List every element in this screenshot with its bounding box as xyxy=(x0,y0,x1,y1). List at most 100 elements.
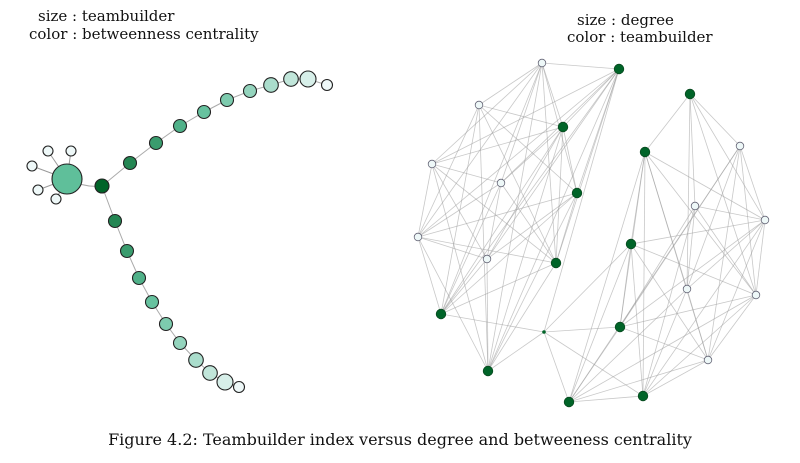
chain-node xyxy=(144,294,160,310)
edge xyxy=(543,326,621,333)
chain-node xyxy=(320,78,334,92)
edge xyxy=(619,243,632,328)
edge xyxy=(707,294,757,361)
chain-node xyxy=(122,155,138,171)
chain-node xyxy=(148,135,164,151)
edge xyxy=(417,236,489,372)
edge xyxy=(431,68,620,165)
leaf-node xyxy=(26,160,38,172)
teambuilder-node xyxy=(482,365,494,377)
right-size-label: size : degree xyxy=(577,11,674,29)
chain-node xyxy=(107,213,123,229)
edge-path xyxy=(101,185,240,388)
edge xyxy=(686,219,766,290)
edge xyxy=(431,126,564,165)
edge xyxy=(417,62,543,238)
edge xyxy=(431,163,489,372)
teambuilder-node xyxy=(639,146,651,158)
edge xyxy=(500,62,543,184)
edge xyxy=(417,68,620,238)
edge xyxy=(440,126,564,315)
regular-node xyxy=(690,201,700,211)
chain-node xyxy=(158,316,174,332)
regular-node xyxy=(482,254,492,264)
regular-node xyxy=(760,215,770,225)
bridge-node xyxy=(94,178,110,194)
edge xyxy=(500,182,557,264)
edge xyxy=(686,205,696,290)
edge xyxy=(739,145,757,296)
leaf-node xyxy=(42,145,54,157)
figure-caption: Figure 4.2: Teambuilder index versus deg… xyxy=(108,430,692,449)
chain-node xyxy=(216,373,234,391)
edge xyxy=(562,126,578,194)
edge xyxy=(568,395,644,403)
regular-node xyxy=(413,232,423,242)
edge xyxy=(486,192,578,260)
edge xyxy=(487,192,578,372)
edge xyxy=(486,68,620,260)
edge xyxy=(568,294,757,403)
edge xyxy=(755,219,766,296)
edge xyxy=(619,205,696,328)
edge xyxy=(630,219,766,245)
edge xyxy=(689,93,766,221)
edge xyxy=(440,192,578,315)
edge xyxy=(478,104,564,128)
edge xyxy=(478,62,543,106)
teambuilder-node xyxy=(684,88,696,100)
chain-node xyxy=(172,118,188,134)
left-color-label: color : betweenness centrality xyxy=(29,25,259,43)
edge xyxy=(644,93,691,153)
regular-node xyxy=(496,178,506,188)
left-network-graph xyxy=(26,70,334,394)
edge xyxy=(619,294,757,328)
edge xyxy=(555,192,578,264)
leaf-node xyxy=(65,145,77,157)
edge xyxy=(642,288,688,397)
edge xyxy=(487,331,545,372)
edge xyxy=(555,126,564,264)
edge xyxy=(541,62,564,128)
edge xyxy=(543,331,644,397)
chain-node xyxy=(299,70,317,88)
chain-node xyxy=(263,77,279,93)
edge xyxy=(431,62,543,165)
edge xyxy=(440,262,557,315)
edge xyxy=(500,126,564,184)
edge xyxy=(431,163,488,260)
edge xyxy=(568,288,688,403)
edge xyxy=(417,236,442,315)
edge-path xyxy=(101,78,328,187)
teambuilder-node xyxy=(614,321,626,333)
edge xyxy=(440,62,543,315)
edge xyxy=(417,236,488,260)
edge xyxy=(568,145,741,403)
edge xyxy=(478,104,557,264)
edge xyxy=(486,182,502,260)
edge xyxy=(644,151,766,221)
edge xyxy=(487,126,564,372)
edge xyxy=(642,294,757,397)
edge xyxy=(686,93,691,290)
edge xyxy=(739,145,766,221)
edge xyxy=(619,219,766,328)
edge xyxy=(630,243,644,397)
teambuilder-node xyxy=(613,63,625,75)
hub-node xyxy=(51,163,83,195)
chain-node xyxy=(196,104,212,120)
edge xyxy=(619,326,709,361)
edge xyxy=(642,219,766,397)
regular-node xyxy=(751,290,761,300)
edge xyxy=(486,258,489,372)
chain-node xyxy=(219,92,235,108)
edge xyxy=(568,243,632,403)
edge xyxy=(562,68,620,128)
edge xyxy=(568,359,709,403)
edge xyxy=(440,313,545,333)
center-node xyxy=(542,330,546,334)
edge xyxy=(487,62,543,372)
edge xyxy=(417,236,557,264)
chain-node xyxy=(232,380,246,394)
